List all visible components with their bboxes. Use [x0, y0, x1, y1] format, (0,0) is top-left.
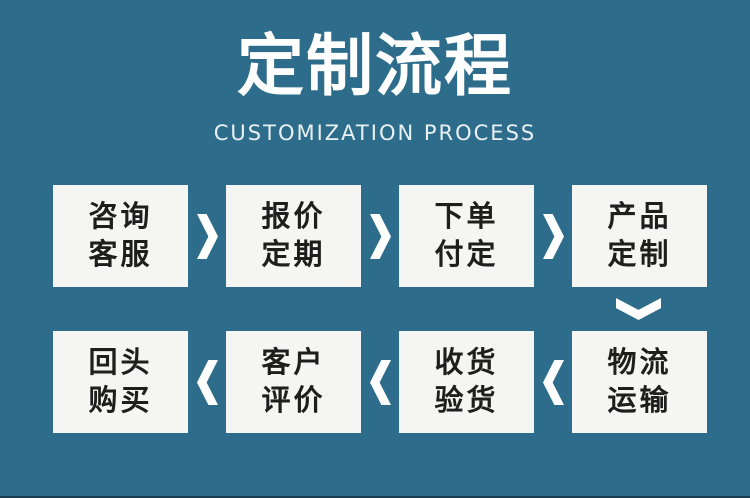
step-label: 收货 验货: [434, 345, 499, 417]
step-label: 物流 运输: [607, 345, 672, 417]
chevron-left-icon: [196, 359, 218, 405]
step-consult-service: 咨询 客服: [53, 185, 188, 287]
chevron-left-icon: [542, 359, 564, 405]
page-subtitle: CUSTOMIZATION PROCESS: [213, 121, 537, 145]
step-receive-inspect: 收货 验货: [399, 331, 534, 433]
step-label: 客户 评价: [261, 345, 326, 417]
step-label: 下单 付定: [434, 199, 499, 271]
step-logistics-transport: 物流 运输: [572, 331, 707, 433]
step-label: 回头 购买: [88, 345, 153, 417]
step-label: 报价 定期: [261, 199, 326, 271]
chevron-right-icon: [196, 213, 218, 259]
step-customer-review: 客户 评价: [226, 331, 361, 433]
step-label: 产品 定制: [607, 199, 672, 271]
chevron-left-icon: [369, 359, 391, 405]
chevron-right-icon: [369, 213, 391, 259]
step-product-customize: 产品 定制: [572, 185, 707, 287]
chevron-right-icon: [542, 213, 564, 259]
step-label: 咨询 客服: [88, 199, 153, 271]
page-title: 定制流程: [237, 27, 513, 105]
step-order-deposit: 下单 付定: [399, 185, 534, 287]
step-repeat-purchase: 回头 购买: [53, 331, 188, 433]
step-quote-schedule: 报价 定期: [226, 185, 361, 287]
process-row-top: 咨询 客服 报价 定期 下单 付定 产品: [53, 185, 707, 287]
chevron-down-icon: [616, 298, 661, 320]
process-row-bottom: 回头 购买 客户 评价 收货 验货 物流: [53, 331, 707, 433]
